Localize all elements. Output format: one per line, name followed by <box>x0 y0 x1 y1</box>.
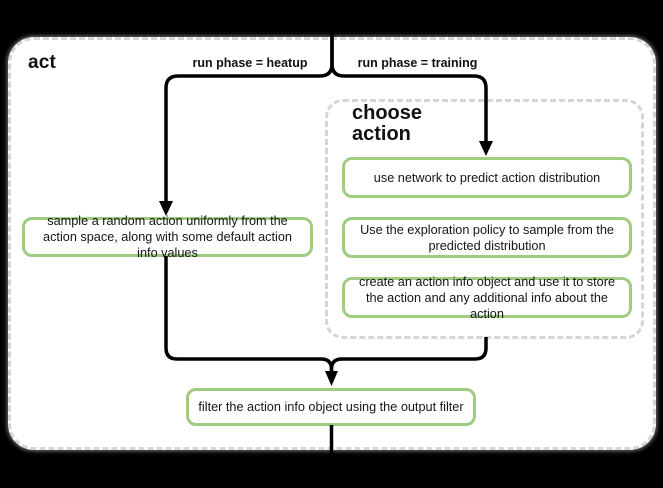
node-predict-action-distribution: use network to predict action distributi… <box>342 157 632 198</box>
branch-label-training: run phase = training <box>357 56 478 70</box>
node-sample-random-action: sample a random action uniformly from th… <box>22 214 313 260</box>
node-create-action-info: create an action info object and use it … <box>342 275 632 321</box>
branch-label-heatup: run phase = heatup <box>192 56 308 70</box>
node-filter-action-info: filter the action info object using the … <box>186 388 476 426</box>
act-title: act <box>28 52 57 73</box>
choose-action-title: choose action <box>352 102 423 145</box>
node-exploration-policy-sample: Use the exploration policy to sample fro… <box>342 217 632 258</box>
